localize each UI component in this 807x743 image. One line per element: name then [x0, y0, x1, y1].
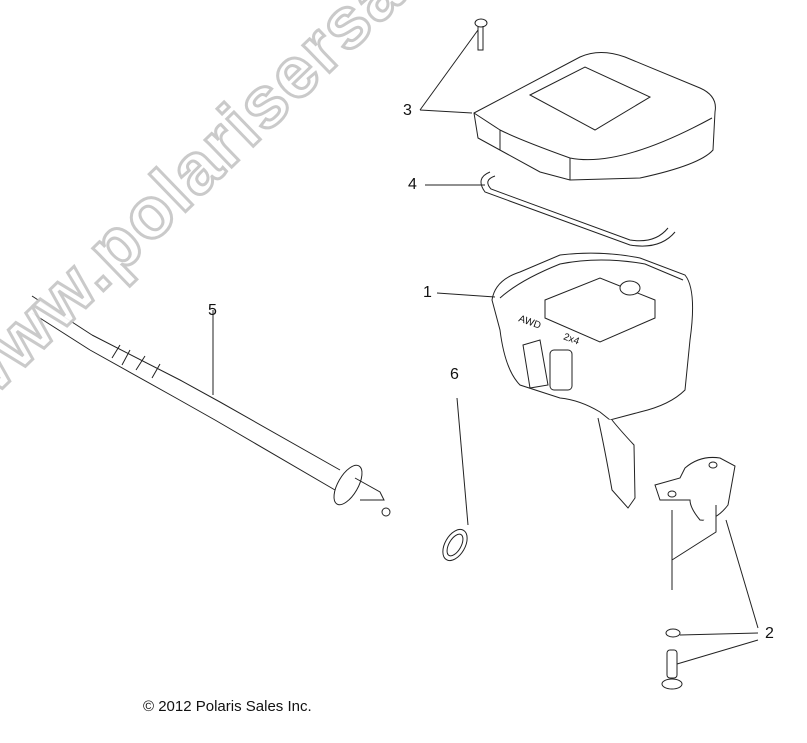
callout-1: 1	[423, 284, 432, 301]
callout-2: 2	[765, 625, 774, 642]
callout-6: 6	[450, 366, 459, 383]
callout-5: 5	[208, 302, 217, 319]
leader-lines	[419, 29, 496, 526]
gasket-part-4	[480, 171, 676, 247]
cable-part-5	[31, 295, 391, 517]
screw-part-3	[474, 18, 488, 51]
clamp-part-2	[654, 457, 759, 690]
callout-4: 4	[408, 176, 417, 193]
copyright-text: © 2012 Polaris Sales Inc.	[143, 698, 312, 715]
housing-part-1	[491, 252, 694, 509]
cover-part-3	[473, 52, 716, 181]
callout-3: 3	[403, 102, 412, 119]
washer-part-6	[442, 528, 468, 562]
